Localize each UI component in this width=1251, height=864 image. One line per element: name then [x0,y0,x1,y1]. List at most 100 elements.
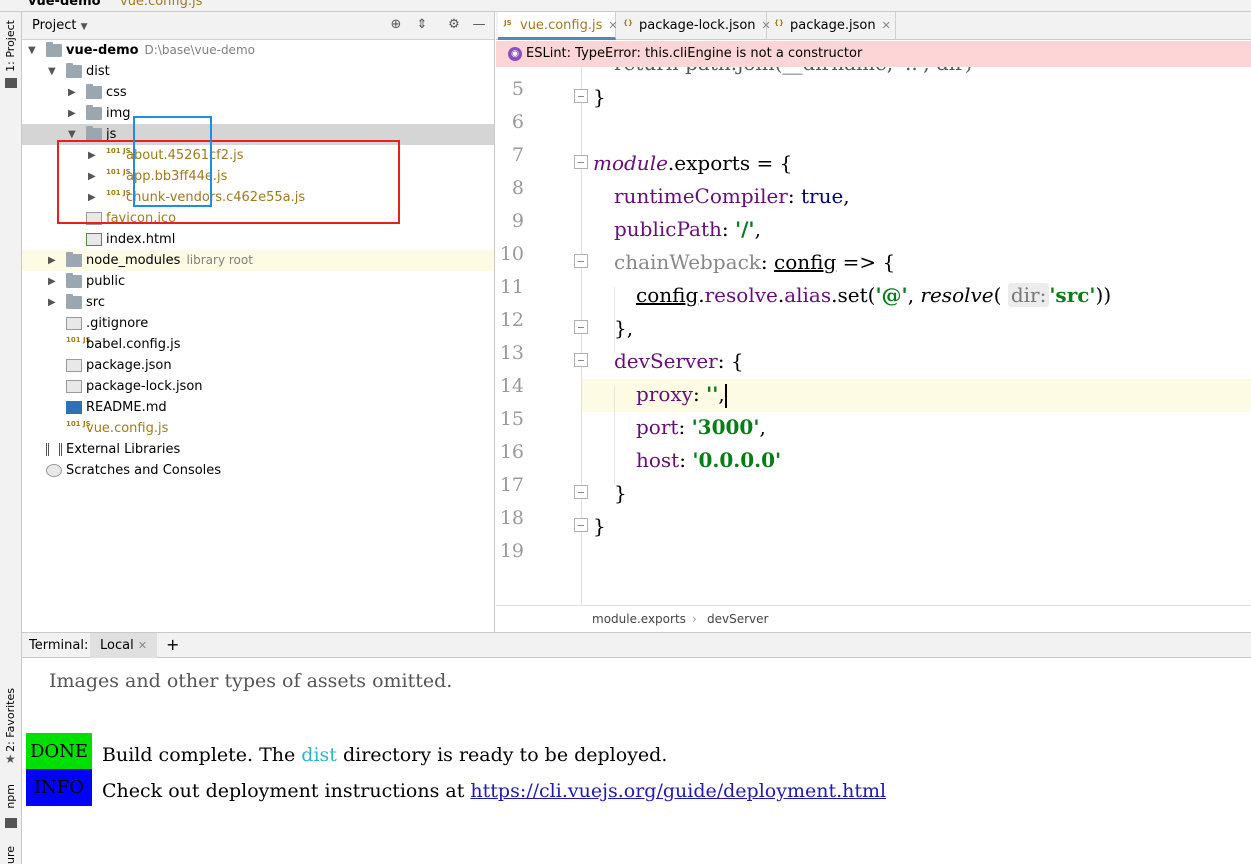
chevron-right-icon[interactable]: ▶ [88,150,96,161]
tab-vue-config-js[interactable]: JS vue.config.js✕ [498,12,618,40]
tree-item-package-json[interactable]: package.json [22,355,494,376]
tab-local-terminal[interactable]: Local ✕ [90,633,158,658]
code-line-18: } [593,514,606,538]
text-caret [724,383,727,408]
chevron-down-icon[interactable]: ▼ [80,22,88,32]
chevron-down-icon[interactable]: ▼ [48,66,56,77]
tree-item-label: about.45261cf2.js [126,148,244,163]
tab-label: package-lock.json [639,18,756,33]
tab-npm-toolwindow[interactable]: npm [4,784,17,809]
fold-marker[interactable] [574,485,588,499]
tree-item-label: package.json [86,358,172,373]
json-file-icon [66,359,82,372]
fold-marker[interactable] [574,155,588,169]
close-icon[interactable]: ✕ [881,19,891,32]
tab-structure-toolwindow[interactable]: ure [4,846,17,864]
tab-label: vue.config.js [520,18,603,33]
tree-item-scratches-and-consoles[interactable]: Scratches and Consoles [22,460,494,481]
tree-item-label: node_modules [86,253,181,268]
json-file-icon [66,380,82,393]
tree-item-dist[interactable]: ▼ dist [22,61,494,82]
npm-icon [5,818,17,828]
add-terminal-button[interactable]: + [166,635,180,654]
project-view-title[interactable]: Project ▼ [32,18,88,33]
chevron-down-icon[interactable]: ▼ [68,129,76,140]
tree-item-js[interactable]: ▼js [22,124,494,145]
line-number: 6 [511,111,524,133]
tab-favorites-toolwindow[interactable]: 2: Favorites [4,688,17,752]
tree-item-label: css [106,85,127,100]
code-breadcrumb: module.exports › devServer [496,605,1251,632]
gear-icon[interactable]: ⚙ [448,17,460,32]
chevron-right-icon[interactable]: ▶ [48,297,56,308]
tree-item-label: vue-demo [66,43,139,58]
tree-item-src[interactable]: ▶src [22,292,494,313]
code-line-16: host: '0.0.0.0' [636,448,782,472]
done-badge: DONE [26,733,92,770]
locate-icon[interactable]: ⊕ [390,17,402,32]
tree-item-label: chunk-vendors.c462e55a.js [126,190,306,205]
code-line-4: return path.join(__dirname, '..', dir) [614,67,973,75]
tree-item-label: img [106,106,131,121]
js-file-icon: 101 JS [106,147,131,155]
library-icon [46,443,62,456]
deployment-link[interactable]: https://cli.vuejs.org/guide/deployment.h… [470,780,887,802]
breadcrumb-devserver[interactable]: devServer [707,612,769,626]
editor-tabs: JS vue.config.js✕ {} package-lock.json✕ … [496,12,1251,40]
fold-marker[interactable] [574,89,588,103]
hide-panel-icon[interactable]: — [472,17,486,32]
chevron-right-icon[interactable]: ▶ [48,276,56,287]
code-editor[interactable]: 45678910111213141516171819 return path.j… [496,67,1251,605]
tree-item-label: dist [86,64,110,79]
folder-icon [46,42,62,57]
tree-item-label: app.bb3ff44e.js [126,169,228,184]
tree-item-img[interactable]: ▶ img [22,103,494,124]
folder-icon [66,252,82,267]
parameter-hint: dir: [1007,283,1050,307]
tab-project-toolwindow[interactable]: 1: Project [4,20,17,72]
json-file-icon: {} [774,19,784,27]
tree-item-css[interactable]: ▶ css [22,82,494,103]
chevron-right-icon[interactable]: ▶ [68,87,76,98]
tree-item-package-lock-json[interactable]: package-lock.json [22,376,494,397]
file-icon [66,317,82,330]
line-number: 10 [499,243,524,265]
tab-package-lock-json[interactable]: {} package-lock.json✕ [617,12,771,40]
tree-item-index-html[interactable]: index.html [22,229,494,250]
chevron-right-icon[interactable]: ▶ [88,171,96,182]
html-file-icon [86,233,102,246]
collapse-all-icon[interactable]: ⇕ [416,17,428,32]
close-icon[interactable]: ✕ [761,19,771,32]
tree-item-gitignore[interactable]: .gitignore [22,313,494,334]
close-icon[interactable]: ✕ [608,19,618,32]
fold-marker[interactable] [574,518,588,532]
chevron-right-icon[interactable]: ▶ [48,255,56,266]
fold-marker[interactable] [574,320,588,334]
chevron-down-icon[interactable]: ▼ [28,45,36,56]
chevron-right-icon[interactable]: ▶ [68,108,76,119]
code-line-9: publicPath: '/', [614,217,761,241]
tree-item-external-libraries[interactable]: External Libraries [22,439,494,460]
code-line-12: }, [614,316,634,340]
fold-marker[interactable] [574,353,588,367]
breadcrumb-module-exports[interactable]: module.exports [592,612,686,626]
chevron-right-icon[interactable]: ▶ [88,192,96,203]
tab-package-json[interactable]: {} package.json✕ [768,12,896,40]
tree-item-public[interactable]: ▶public [22,271,494,292]
terminal-output[interactable]: Images and other types of assets omitted… [22,658,1251,864]
js-file-icon: 101 JS [66,420,91,428]
nav-file[interactable]: vue.config.js [120,0,203,9]
line-number: 11 [499,276,524,298]
terminal-line: Images and other types of assets omitted… [49,670,453,692]
fold-marker[interactable] [574,254,588,268]
nav-project[interactable]: vue-demo [28,0,101,9]
close-icon[interactable]: ✕ [137,639,148,652]
tree-item-readme-md[interactable]: README.md [22,397,494,418]
